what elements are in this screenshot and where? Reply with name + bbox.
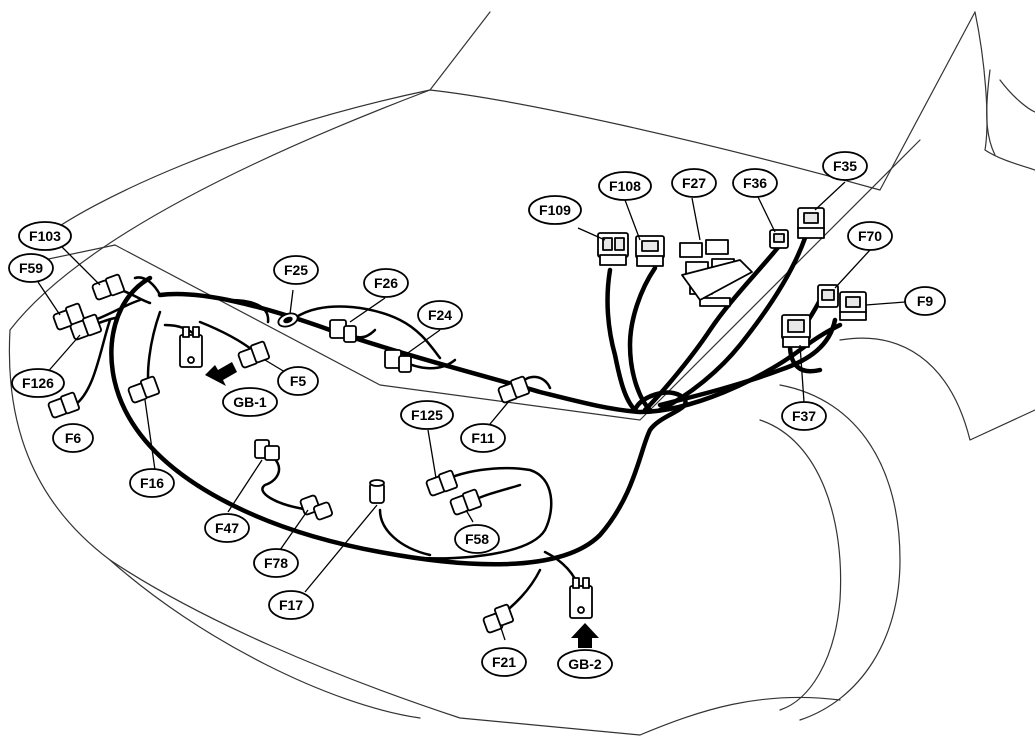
connector-F6 [47, 391, 80, 419]
connector-F24 [384, 349, 412, 373]
connector-F78 [299, 494, 333, 521]
label-F70: F70 [847, 221, 893, 251]
svg-text:GB-1: GB-1 [233, 394, 267, 410]
connector-F126 [69, 313, 102, 341]
svg-text:F37: F37 [792, 408, 816, 424]
ground-terminal-GB2 [569, 577, 593, 619]
svg-text:F103: F103 [29, 228, 61, 244]
label-F11: F11 [460, 423, 506, 453]
svg-text:F108: F108 [609, 178, 641, 194]
svg-text:F21: F21 [492, 654, 516, 670]
svg-text:F9: F9 [917, 293, 934, 309]
label-F5: F5 [277, 366, 319, 396]
svg-text:F47: F47 [215, 520, 239, 536]
ring-terminal-F25 [277, 312, 299, 328]
label-F103: F103 [18, 221, 72, 251]
connector-F5 [237, 340, 270, 369]
label-F27: F27 [671, 168, 717, 198]
connectors [47, 207, 867, 634]
svg-text:F26: F26 [374, 275, 398, 291]
svg-text:F17: F17 [279, 597, 303, 613]
connector-F125 [425, 469, 458, 497]
ground-arrows [205, 362, 599, 648]
svg-text:F109: F109 [539, 202, 571, 218]
svg-text:F126: F126 [22, 375, 54, 391]
connector-F27 [679, 239, 753, 307]
connector-F36 [769, 229, 789, 249]
svg-text:F11: F11 [471, 430, 495, 446]
label-GB2: GB-2 [557, 649, 613, 679]
svg-text:F16: F16 [140, 475, 164, 491]
label-F21: F21 [481, 647, 527, 677]
connector-F21 [482, 603, 514, 634]
connector-F108 [635, 235, 665, 267]
car-body-outline [8, 11, 1035, 736]
svg-text:F35: F35 [833, 158, 857, 174]
label-F125: F125 [400, 400, 454, 430]
label-F78: F78 [253, 548, 299, 578]
connector-F70 [817, 284, 839, 308]
label-F17: F17 [268, 590, 314, 620]
connector-F17 [369, 479, 385, 504]
label-F59: F59 [8, 253, 54, 283]
label-F9: F9 [904, 286, 946, 316]
label-F108: F108 [598, 171, 652, 201]
connector-F37 [781, 314, 811, 348]
label-F24: F24 [417, 300, 463, 330]
svg-text:F59: F59 [19, 260, 43, 276]
labels: F103 F59 F126 F6 F16 GB-1 F5 F25 F26 F24… [8, 151, 946, 679]
svg-text:F25: F25 [284, 262, 308, 278]
connector-F9 [839, 291, 867, 321]
connector-F11 [497, 375, 530, 404]
label-F47: F47 [204, 513, 250, 543]
svg-text:F58: F58 [465, 531, 489, 547]
connector-F26 [329, 319, 357, 343]
connector-F35 [797, 207, 825, 239]
svg-text:F70: F70 [858, 228, 882, 244]
svg-text:F24: F24 [428, 307, 452, 323]
label-F16: F16 [129, 468, 175, 498]
connector-F58 [449, 488, 482, 516]
connector-F16 [127, 375, 160, 404]
svg-text:F36: F36 [743, 175, 767, 191]
label-F58: F58 [454, 524, 500, 554]
gb2-arrow-icon [571, 623, 599, 648]
label-F126: F126 [11, 368, 65, 398]
gb1-arrow-icon [205, 362, 237, 386]
svg-text:F27: F27 [682, 175, 706, 191]
svg-text:F78: F78 [264, 555, 288, 571]
label-F37: F37 [781, 401, 827, 431]
svg-text:F6: F6 [65, 430, 82, 446]
connector-F103 [91, 273, 125, 301]
ground-terminal-GB1 [179, 326, 203, 368]
label-F36: F36 [732, 168, 778, 198]
label-F35: F35 [822, 151, 868, 181]
label-F6: F6 [52, 423, 94, 453]
connector-F47 [254, 439, 280, 461]
label-F25: F25 [273, 255, 319, 285]
connector-F59 [52, 302, 85, 331]
svg-text:F125: F125 [411, 407, 443, 423]
label-F109: F109 [528, 195, 582, 225]
svg-text:F5: F5 [290, 373, 307, 389]
label-GB1: GB-1 [222, 387, 278, 417]
svg-text:GB-2: GB-2 [568, 656, 602, 672]
connector-F109 [597, 232, 629, 266]
label-F26: F26 [363, 268, 409, 298]
